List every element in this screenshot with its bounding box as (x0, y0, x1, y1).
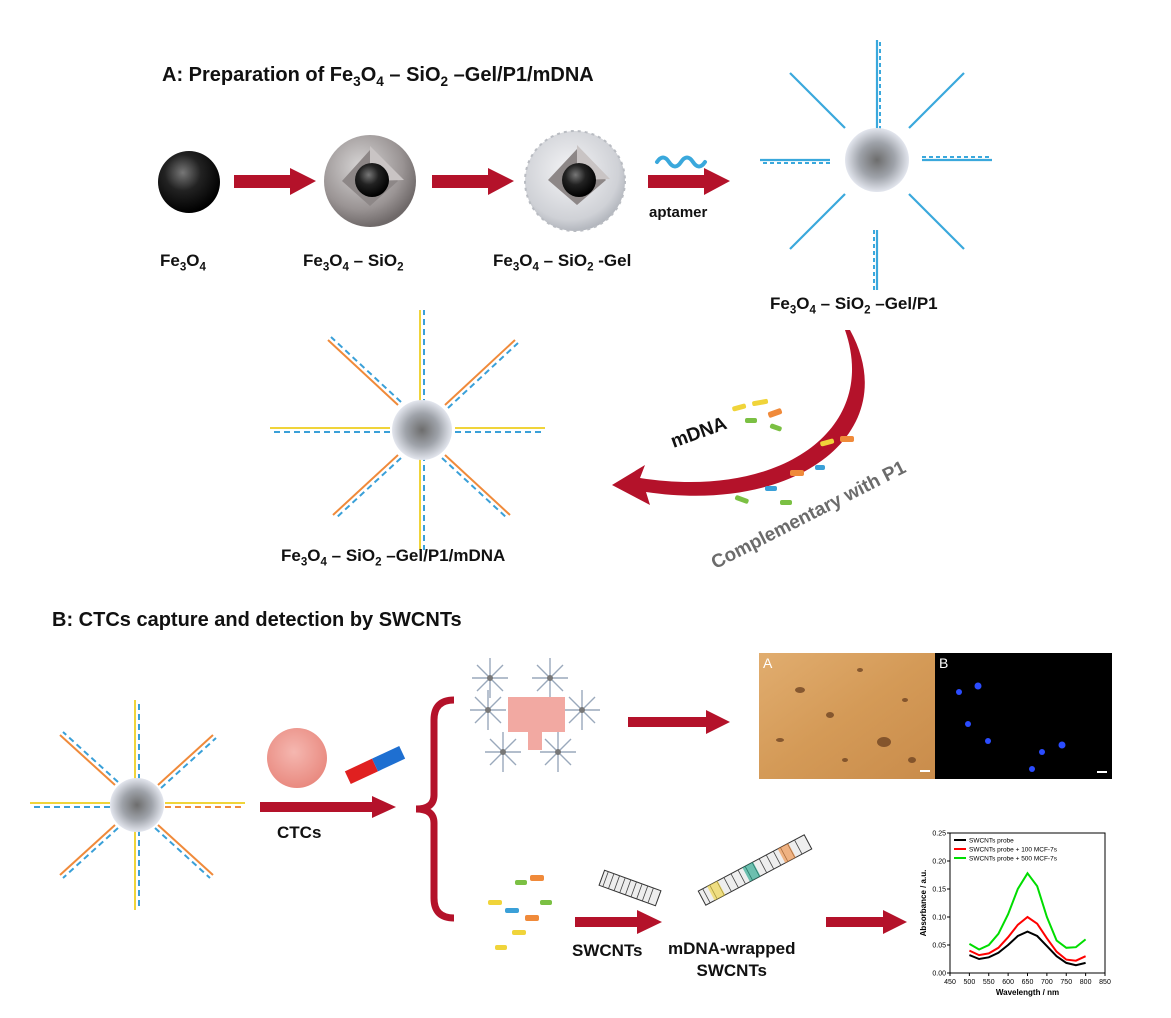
x-tick-label: 700 (1041, 979, 1053, 986)
absorbance-chart: 450 500 550 600 650 700 750 800 850 0.00 0.05 0.10 0… (919, 831, 1111, 998)
swcnt-tube (598, 869, 662, 907)
legend-label-3: SWCNTs probe + 500 MCF-7s (969, 856, 1058, 863)
legend-label-2: SWCNTs probe + 100 MCF-7s (969, 847, 1058, 854)
x-tick-label: 850 (1099, 979, 1111, 986)
section-a-title: A: Preparation of Fe3O4 – SiO2 –Gel/P1/m… (162, 64, 594, 89)
wrapped-swcnt (697, 834, 813, 906)
series-line-1 (969, 930, 1086, 967)
x-tick-label: 450 (944, 979, 956, 986)
legend-label-1: SWCNTs probe (969, 838, 1014, 845)
x-tick-label: 600 (1002, 979, 1014, 986)
plot-frame (949, 832, 1106, 974)
series-line-3 (968, 871, 1087, 951)
gel-p1-particle (760, 40, 992, 290)
probe-particle-b (30, 700, 245, 910)
x-tick-label: 550 (983, 979, 995, 986)
arrows-row-a (234, 168, 730, 195)
micro-label-a: A (763, 655, 773, 671)
series-line-2 (968, 915, 1087, 962)
label-fe3o4-sio2-gel-p1-mdna: Fe3O4 – SiO2 –Gel/P1/mDNA (281, 546, 506, 569)
curved-arrow (612, 330, 865, 505)
mdna-product-particle (270, 310, 545, 550)
mdna-fragments-b (488, 875, 552, 950)
mdna-fragments (732, 398, 854, 505)
y-axis-label: Absorbance / a.u. (919, 870, 928, 937)
micro-label-b: B (939, 655, 949, 671)
x-tick-label: 500 (964, 979, 976, 986)
x-tick-label: 750 (1060, 979, 1072, 986)
microscopy-panel-a (759, 653, 935, 779)
branch-bracket (415, 696, 455, 922)
ctc-cell (267, 728, 327, 788)
fe3o4-particle (158, 151, 220, 213)
y-tick-label: 0.00 (932, 971, 946, 978)
x-tick-label: 800 (1080, 979, 1092, 986)
label-fe3o4-sio2-gel-p1: Fe3O4 – SiO2 –Gel/P1 (770, 294, 938, 317)
aptamer-strand (655, 155, 707, 169)
label-fe3o4-sio2: Fe3O4 – SiO2 (303, 251, 404, 274)
captured-complex (470, 658, 600, 772)
x-tick-label: 650 (1022, 979, 1034, 986)
magnet-icon (344, 745, 406, 785)
label-fe3o4-sio2-gel: Fe3O4 – SiO2 -Gel (493, 251, 632, 274)
microscopy-panel-b (935, 653, 1112, 779)
fe3o4-sio2-gel-particle (524, 130, 626, 232)
y-tick-label: 0.20 (932, 859, 946, 866)
y-tick-label: 0.25 (932, 831, 946, 838)
y-tick-label: 0.15 (932, 887, 946, 894)
x-axis-label: Wavelength / nm (996, 988, 1059, 997)
fe3o4-sio2-particle (324, 135, 416, 227)
label-fe3o4: Fe3O4 (160, 251, 206, 274)
y-tick-label: 0.10 (932, 915, 946, 922)
label-ctcs: CTCs (277, 823, 322, 842)
y-tick-label: 0.05 (932, 943, 946, 950)
arrows-row-b (260, 710, 907, 934)
label-swcnts: SWCNTs (572, 941, 643, 960)
label-aptamer: aptamer (649, 204, 708, 221)
section-b-title: B: CTCs capture and detection by SWCNTs (52, 609, 462, 631)
